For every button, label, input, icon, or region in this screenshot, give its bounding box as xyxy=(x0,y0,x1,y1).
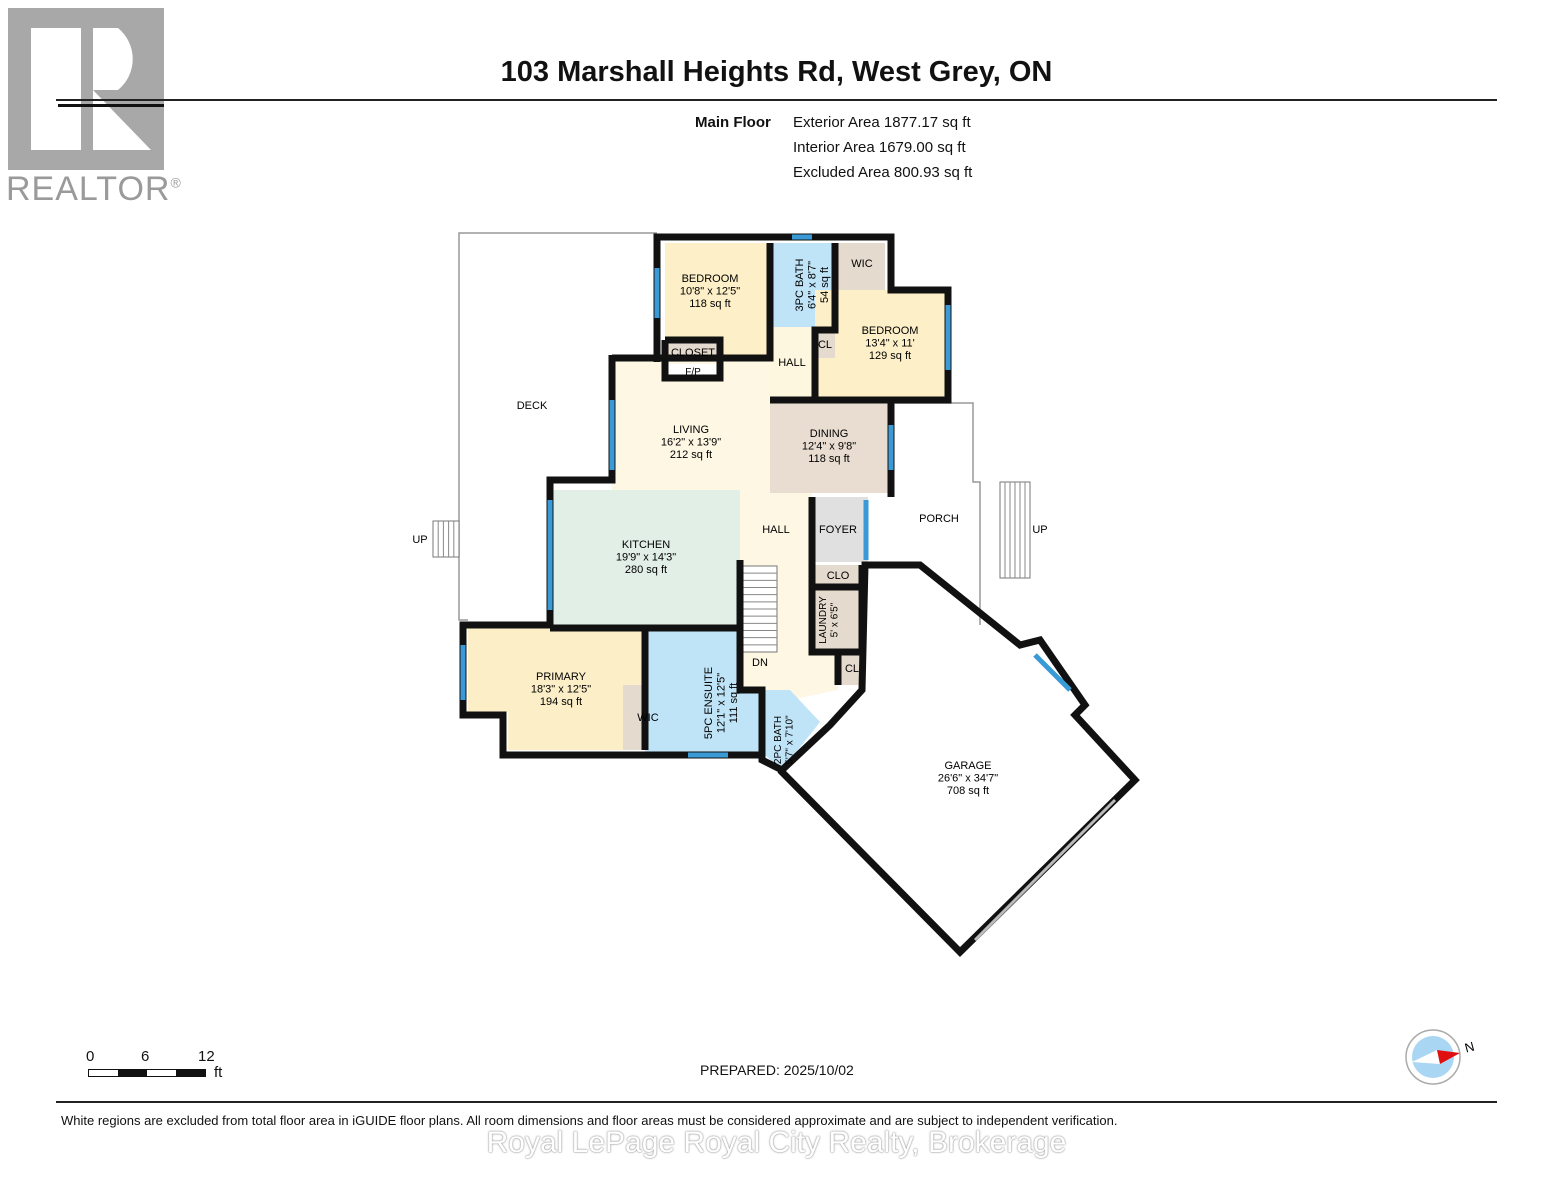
footer-divider xyxy=(56,1101,1497,1103)
room-label-cl: CL xyxy=(845,663,859,675)
room-label-foyer: FOYER xyxy=(819,524,857,536)
disclaimer: White regions are excluded from total fl… xyxy=(61,1113,1118,1128)
room-label-cl: CL xyxy=(818,339,832,351)
room-fill-foyer xyxy=(812,497,868,562)
room-label-wic: WIC xyxy=(851,258,872,270)
room-fill-clo xyxy=(812,565,862,585)
stairs-down xyxy=(741,565,778,653)
prepared-date: PREPARED: 2025/10/02 xyxy=(700,1062,854,1078)
room-label-hall: HALL xyxy=(762,524,790,536)
room-label-deck: DECK xyxy=(517,400,548,412)
room-label-up: UP xyxy=(1032,524,1047,536)
realtor-wordmark: REALTOR® xyxy=(6,170,182,208)
scale-tick-6: 6 xyxy=(141,1048,150,1065)
scale-unit: ft xyxy=(214,1064,223,1081)
room-fill-cl xyxy=(815,330,835,358)
brokerage-watermark: Royal LePage Royal City Realty, Brokerag… xyxy=(486,1126,1067,1159)
stairs-deck xyxy=(432,520,460,558)
room-fill-laundry xyxy=(812,588,862,652)
walls xyxy=(459,233,1140,957)
scale-tick-12: 12 xyxy=(198,1048,215,1065)
stairs-porch xyxy=(999,481,1031,579)
room-label-porch: PORCH xyxy=(919,513,959,525)
deck-outline xyxy=(458,232,657,621)
compass-icon: N xyxy=(1405,1029,1476,1085)
exterior-area: Exterior Area 1877.17 sq ft xyxy=(793,114,971,131)
excluded-area: Excluded Area 800.93 sq ft xyxy=(793,164,973,181)
room-label-dn: DN xyxy=(752,657,768,669)
realtor-logo xyxy=(8,8,164,170)
room-label-3pc-bath: 3PC BATH6'4" x 8'7"54 sq ft xyxy=(794,258,831,311)
windows xyxy=(460,234,1072,758)
interior-area: Interior Area 1679.00 sq ft xyxy=(793,139,966,156)
room-label-closet: CLOSET xyxy=(671,347,715,359)
room-fill-wic xyxy=(838,243,885,290)
floor-label: Main Floor xyxy=(695,114,771,131)
room-fill-2pc-bath xyxy=(765,690,820,770)
room-label-5pc-ensuite: 5PC ENSUITE12'1" x 12'5"111 sq ft xyxy=(703,667,740,739)
garage-door xyxy=(973,798,1117,942)
room-fill-cl-2 xyxy=(840,655,862,685)
room-label-2pc-bath: 2PC BATH5'7" x 7'10" xyxy=(773,715,796,765)
room-label-hall: HALL xyxy=(778,357,806,369)
room-fill-primary xyxy=(468,628,645,750)
room-label-up: UP xyxy=(412,534,427,546)
scale-tick-0: 0 xyxy=(86,1048,95,1065)
room-label-f-p: F/P xyxy=(685,367,701,378)
header-divider xyxy=(56,99,1497,101)
room-fill-hall-small xyxy=(770,327,815,398)
room-fill-dining xyxy=(770,400,888,493)
room-fill-kitchen xyxy=(553,490,740,627)
room-label-laundry: LAUNDRY5' x 6'5" xyxy=(818,596,841,644)
room-fill-ensuite xyxy=(645,628,762,755)
room-label-wic: WIC xyxy=(637,712,658,724)
north-label: N xyxy=(1463,1039,1476,1056)
room-label-clo: CLO xyxy=(827,570,850,582)
page-title: 103 Marshall Heights Rd, West Grey, ON xyxy=(500,56,1053,88)
